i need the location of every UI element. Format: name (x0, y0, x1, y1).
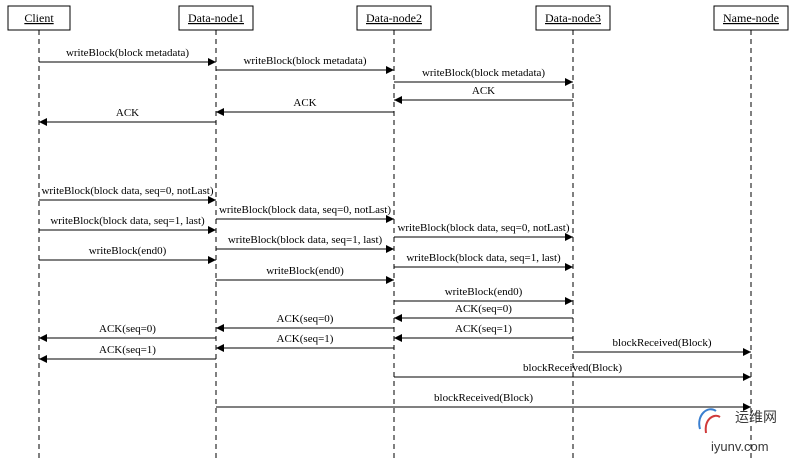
message-arrow-ack-seq-1: ACK(seq=1) (394, 323, 573, 342)
participant-label: Data-node3 (545, 11, 601, 25)
participant-label: Data-node1 (188, 11, 244, 25)
message-arrow-ack-seq-0: ACK(seq=0) (394, 303, 573, 322)
message-label: writeBlock(block data, seq=0, notLast) (219, 204, 391, 216)
participant-headers-layer: Client Data-node1 Data-node2 Data-node3 Name… (7, 5, 789, 31)
message-arrow-blockreceived-block: blockReceived(Block) (573, 337, 751, 356)
message-arrow-writeblock-block-metadata: writeBlock(block metadata) (394, 67, 573, 86)
message-label: ACK(seq=0) (277, 313, 334, 325)
watermark: 运维网 iyunv.com (698, 408, 777, 454)
message-label: writeBlock(block data, seq=1, last) (228, 234, 383, 246)
message-arrow-writeblock-block-data-seq-1-last: writeBlock(block data, seq=1, last) (394, 252, 573, 271)
message-label: ACK (293, 97, 316, 109)
participant-box (356, 5, 432, 31)
message-arrow-ack: ACK (216, 97, 394, 116)
message-arrow-writeblock-block-data-seq-0-notlast: writeBlock(block data, seq=0, notLast) (216, 204, 394, 223)
message-arrow-writeblock-end0: writeBlock(end0) (39, 245, 216, 264)
message-label: writeBlock(end0) (266, 265, 344, 277)
message-label: writeBlock(block data, seq=1, last) (50, 215, 205, 227)
participant-data-node3: Data-node3 (535, 5, 611, 31)
message-label: writeBlock(block data, seq=1, last) (406, 252, 561, 264)
watermark-en-text: iyunv.com (711, 439, 769, 454)
message-arrow-writeblock-block-data-seq-1-last: writeBlock(block data, seq=1, last) (216, 234, 394, 253)
message-label: blockReceived(Block) (523, 362, 622, 374)
message-arrow-blockreceived-block: blockReceived(Block) (216, 392, 751, 411)
message-arrow-writeblock-end0: writeBlock(end0) (216, 265, 394, 284)
message-arrow-ack-seq-0: ACK(seq=0) (39, 323, 216, 342)
message-label: ACK (472, 85, 495, 97)
message-label: blockReceived(Block) (434, 392, 533, 404)
messages-layer: writeBlock(block metadata) writeBlock(blo… (39, 47, 751, 411)
message-arrow-writeblock-block-data-seq-0-notlast: writeBlock(block data, seq=0, notLast) (394, 222, 573, 241)
message-label: writeBlock(block metadata) (243, 55, 366, 67)
message-arrow-ack-seq-1: ACK(seq=1) (216, 333, 394, 352)
message-arrow-ack-seq-1: ACK(seq=1) (39, 344, 216, 363)
message-arrow-ack: ACK (39, 107, 216, 126)
message-label: ACK(seq=0) (455, 303, 512, 315)
participant-name-node: Name-node (713, 5, 789, 31)
message-label: writeBlock(end0) (89, 245, 167, 257)
message-arrow-writeblock-block-metadata: writeBlock(block metadata) (216, 55, 394, 74)
participant-box (535, 5, 611, 31)
participant-label: Client (24, 11, 54, 25)
message-label: ACK(seq=0) (99, 323, 156, 335)
message-label: ACK(seq=1) (455, 323, 512, 335)
participant-client: Client (7, 5, 71, 31)
message-label: writeBlock(end0) (445, 286, 523, 298)
message-arrow-writeblock-block-data-seq-0-notlast: writeBlock(block data, seq=0, notLast) (39, 185, 216, 204)
message-label: ACK(seq=1) (277, 333, 334, 345)
participant-data-node1: Data-node1 (178, 5, 254, 31)
message-label: blockReceived(Block) (613, 337, 712, 349)
participant-data-node2: Data-node2 (356, 5, 432, 31)
message-label: writeBlock(block data, seq=0, notLast) (41, 185, 213, 197)
message-label: ACK (116, 107, 139, 119)
watermark-cn-text: 运维网 (735, 410, 777, 426)
message-label: ACK(seq=1) (99, 344, 156, 356)
message-arrow-ack: ACK (394, 85, 573, 104)
participant-label: Data-node2 (366, 11, 422, 25)
message-label: writeBlock(block metadata) (422, 67, 545, 79)
message-label: writeBlock(block metadata) (66, 47, 189, 59)
participant-label: Name-node (723, 11, 779, 25)
participant-box (178, 5, 254, 31)
message-arrow-writeblock-block-data-seq-1-last: writeBlock(block data, seq=1, last) (39, 215, 216, 234)
message-arrow-ack-seq-0: ACK(seq=0) (216, 313, 394, 332)
message-arrow-blockreceived-block: blockReceived(Block) (394, 362, 751, 381)
participant-box (713, 5, 789, 31)
watermark-logo-icon (698, 408, 721, 434)
message-arrow-writeblock-block-metadata: writeBlock(block metadata) (39, 47, 216, 66)
participant-box (7, 5, 71, 31)
message-label: writeBlock(block data, seq=0, notLast) (397, 222, 569, 234)
message-arrow-writeblock-end0: writeBlock(end0) (394, 286, 573, 305)
lifelines-layer (38, 30, 752, 458)
